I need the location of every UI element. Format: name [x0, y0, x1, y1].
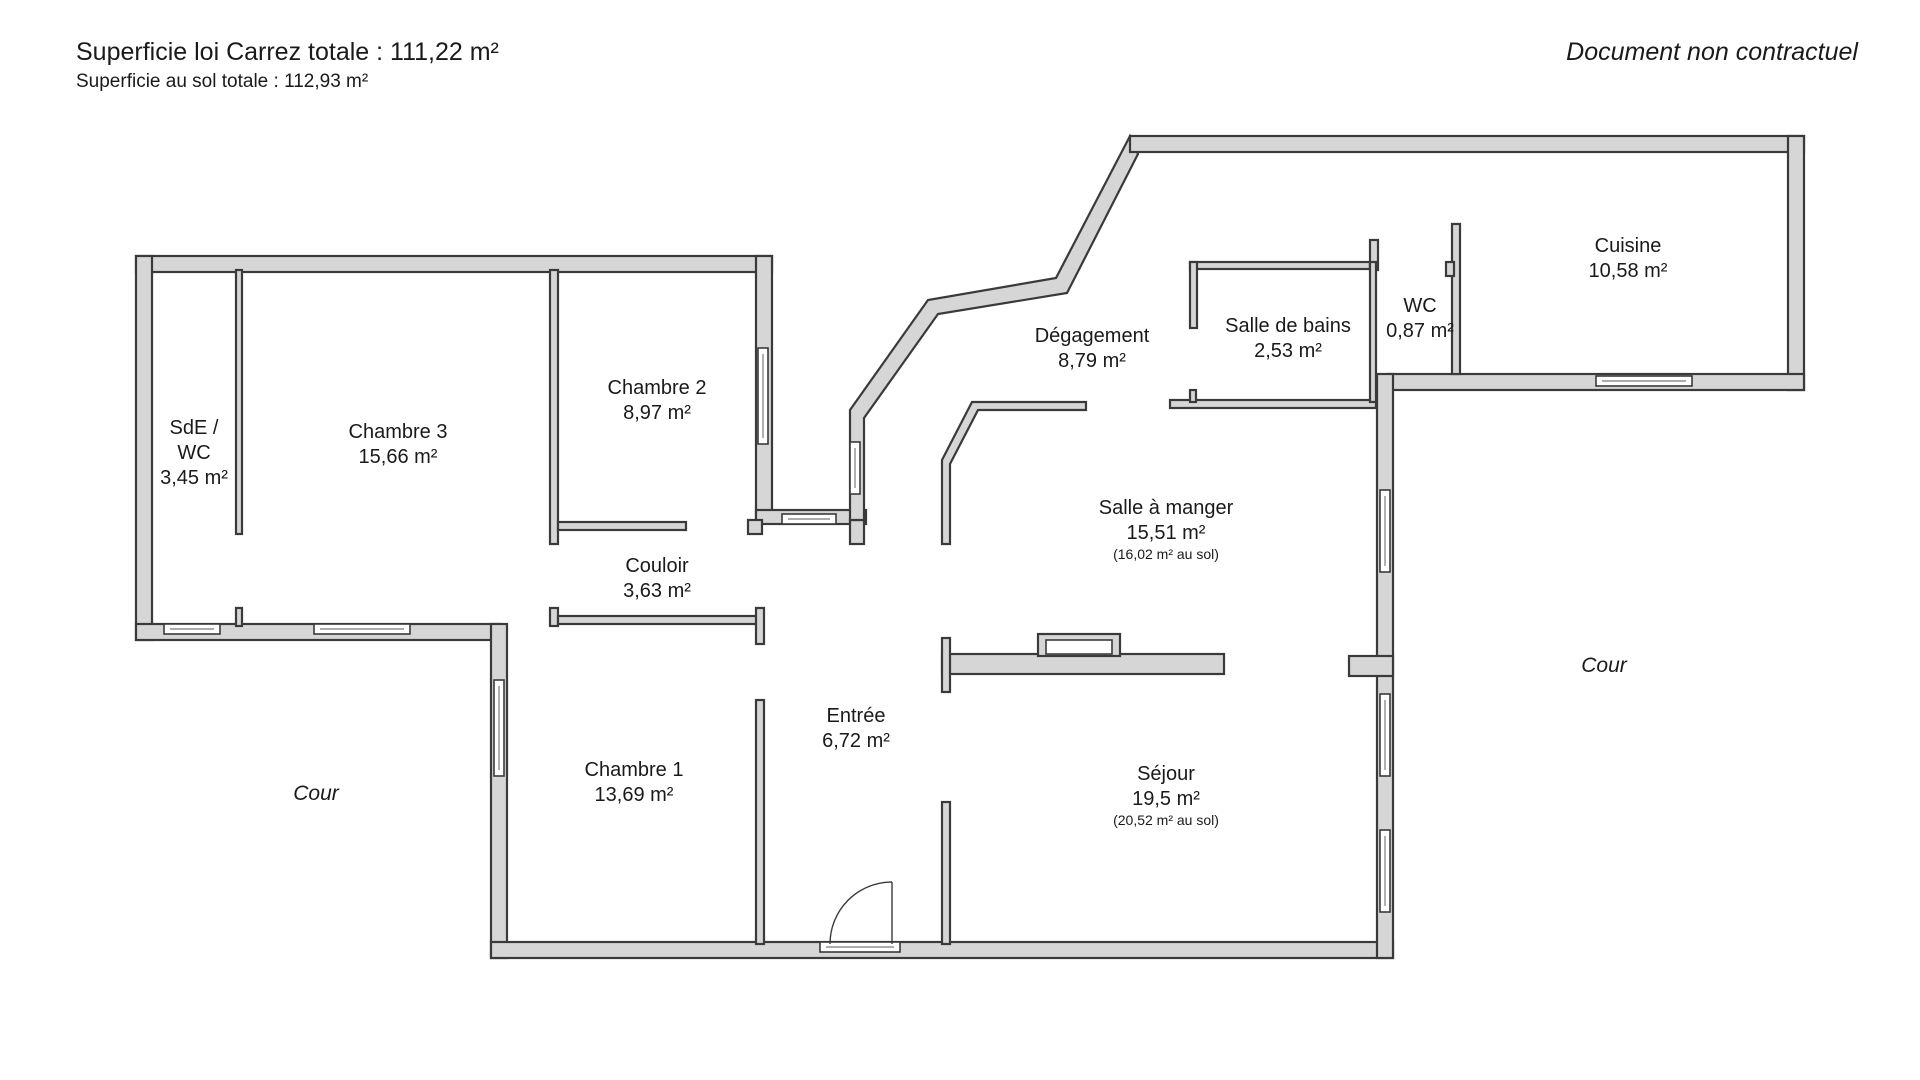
chimney-opening: [1045, 639, 1113, 655]
wall: [556, 520, 688, 532]
room-name-degagement: Dégagement: [1035, 325, 1150, 347]
room-name-salle-a-manger: Salle à manger: [1099, 497, 1234, 519]
wall: [754, 698, 766, 946]
room-name-sde-wc-1: SdE /: [170, 417, 219, 439]
room-name-entree: Entrée: [827, 705, 886, 727]
wall: [848, 133, 1140, 522]
wall: [234, 606, 244, 628]
wall: [940, 636, 952, 694]
wall: [848, 518, 866, 546]
wall: [754, 606, 766, 646]
wall: [548, 606, 560, 628]
wall: [1188, 260, 1372, 271]
wall: [1168, 398, 1378, 410]
wall: [234, 268, 244, 536]
wall: [1188, 388, 1198, 404]
room-area-chambre-2: 8,97 m²: [623, 402, 691, 424]
room-area-salle-de-bains: 2,53 m²: [1254, 340, 1322, 362]
wall: [1188, 260, 1199, 330]
room-area-salle-a-manger: 15,51 m²: [1127, 522, 1206, 544]
wall: [134, 254, 774, 274]
room-area-couloir: 3,63 m²: [623, 580, 691, 602]
room-area-chambre-1: 13,69 m²: [595, 784, 674, 806]
wall: [1368, 260, 1378, 404]
room-area-cuisine: 10,58 m²: [1589, 260, 1668, 282]
carrez-total-area: Superficie loi Carrez totale : 111,22 m²: [76, 38, 499, 66]
interior-walls: [234, 222, 1462, 946]
wall: [489, 622, 509, 960]
room-labels: SdE / WC 3,45 m² Chambre 3 15,66 m² Cham…: [160, 235, 1668, 828]
entrance-door: [829, 881, 893, 945]
wall: [1347, 654, 1395, 678]
wall: [1450, 222, 1462, 376]
wall: [548, 268, 560, 546]
wall: [1128, 134, 1806, 154]
room-area-degagement: 8,79 m²: [1058, 350, 1126, 372]
wall: [1444, 260, 1456, 278]
room-name-sde-wc-2: WC: [177, 442, 210, 464]
room-area-sde-wc: 3,45 m²: [160, 467, 228, 489]
room-name-sejour: Séjour: [1137, 763, 1195, 785]
cour-left-label: Cour: [293, 782, 340, 805]
wall: [1786, 134, 1806, 392]
wall: [940, 800, 952, 946]
wall: [746, 518, 764, 536]
room-sol-sejour: (20,52 m² au sol): [1113, 812, 1219, 828]
room-name-salle-de-bains: Salle de bains: [1225, 315, 1351, 337]
room-name-wc: WC: [1403, 295, 1436, 317]
cour-right-label: Cour: [1581, 654, 1628, 677]
room-area-wc: 0,87 m²: [1386, 320, 1454, 342]
room-name-chambre-2: Chambre 2: [608, 377, 707, 399]
room-area-sejour: 19,5 m²: [1132, 788, 1200, 810]
room-name-chambre-3: Chambre 3: [349, 421, 448, 443]
room-area-chambre-3: 15,66 m²: [359, 446, 438, 468]
room-area-entree: 6,72 m²: [822, 730, 890, 752]
disclaimer: Document non contractuel: [1566, 38, 1858, 66]
wall: [556, 614, 760, 626]
wall: [940, 400, 1088, 546]
room-name-cuisine: Cuisine: [1595, 235, 1662, 257]
exterior-walls: [134, 133, 1806, 960]
windows: [163, 347, 1693, 953]
wall: [134, 254, 154, 642]
room-name-couloir: Couloir: [625, 555, 689, 577]
room-name-chambre-1: Chambre 1: [585, 759, 684, 781]
room-sol-salle-a-manger: (16,02 m² au sol): [1113, 546, 1219, 562]
floor-total-area: Superficie au sol totale : 112,93 m²: [76, 71, 369, 92]
